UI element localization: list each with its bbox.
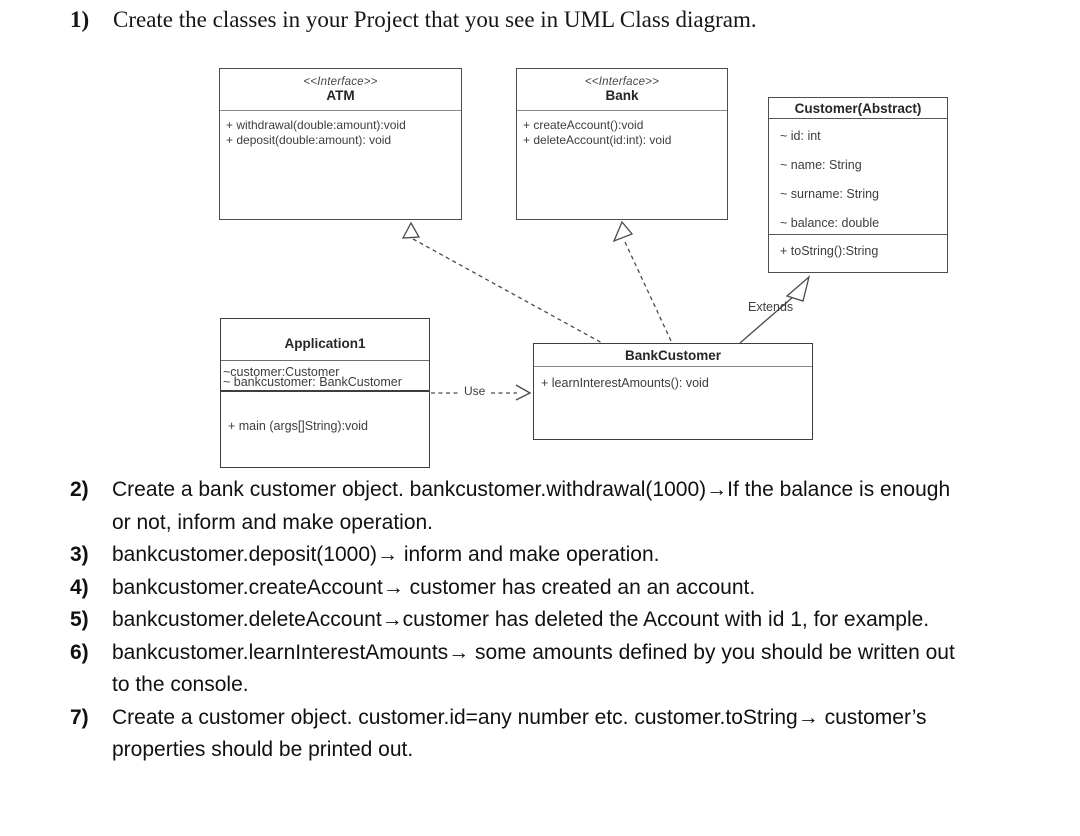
use-edge-label: Use [461,384,489,398]
list-item-number: 5) [70,608,89,631]
uml-class-application1: Application1 ~customer:Customer ~ bankcu… [220,318,430,468]
list-item-number: 4) [70,575,89,599]
list-item-number: 7) [70,705,89,729]
realization-line-bank-bankcustomer [624,241,673,344]
method-line: + deleteAccount(id:int): void [523,133,672,147]
heading: 1) Create the classes in your Project th… [70,6,757,34]
list-item-text: bankcustomer.createAccount→ customer has… [112,572,1050,605]
heading-text: Create the classes in your Project that … [113,7,757,32]
list-item-line: Create a customer object. customer.id=an… [112,705,927,729]
list-item-line: or not, inform and make operation. [112,510,434,534]
uml-class-bankcustomer-header: BankCustomer [534,344,812,367]
attribute-line: ~ balance: double [780,216,880,230]
list-item-line: bankcustomer.deleteAccount→customer has … [112,608,930,631]
method-line: + deposit(double:amount): void [226,133,392,147]
uml-class-bank-methods: + createAccount():void + deleteAccount(i… [517,111,727,148]
list-item-text: Create a customer object. customer.id=an… [112,702,1050,767]
class-name: ATM [326,88,355,103]
list-item-text: Create a bank customer object. bankcusto… [112,474,1050,539]
uml-class-customer-header: Customer(Abstract) [769,98,947,119]
class-name: Customer(Abstract) [794,101,922,116]
list-item-line: Create a bank customer object. bankcusto… [112,478,951,501]
list-item-line: bankcustomer.learnInterestAmounts→ some … [112,640,955,664]
hollow-triangle-arrowhead-icon [401,221,421,239]
uml-class-bankcustomer-methods: + learnInterestAmounts(): void [534,367,812,390]
list-item-text: bankcustomer.deposit(1000)→ inform and m… [112,539,1050,572]
stereotype-label: <<Interface>> [303,76,378,88]
uml-class-bank: <<Interface>> Bank + createAccount():voi… [516,68,728,220]
list-item-number: 3) [70,543,89,566]
list-item: 3) bankcustomer.deposit(1000)→ inform an… [70,539,1050,572]
realization-line-atm-bankcustomer [412,238,603,344]
uml-class-atm: <<Interface>> ATM + withdrawal(double:am… [219,68,462,220]
list-item-number: 2) [70,478,89,501]
list-item-line: bankcustomer.deposit(1000)→ inform and m… [112,543,660,566]
method-line: + main (args[]String):void [228,419,368,433]
class-name: BankCustomer [624,348,722,363]
list-item: 4) bankcustomer.createAccount→ customer … [70,572,1050,605]
uml-class-atm-methods: + withdrawal(double:amount):void + depos… [220,111,461,148]
list-item: 7) Create a customer object. customer.id… [70,702,1050,767]
method-line: + createAccount():void [523,118,644,132]
attribute-line: ~ id: int [780,129,821,143]
class-name: Bank [605,88,639,103]
uml-class-bank-header: <<Interface>> Bank [517,69,727,111]
instruction-list: 2) Create a bank customer object. bankcu… [70,474,1050,767]
method-line: + toString():String [780,244,879,258]
hollow-triangle-arrowhead-icon [785,275,811,302]
list-item: 6) bankcustomer.learnInterestAmounts→ so… [70,637,1050,702]
list-item-line: properties should be printed out. [112,738,414,761]
extends-edge-label: Extends [748,300,794,314]
list-item: 5) bankcustomer.deleteAccount→customer h… [70,604,1050,637]
list-item-number: 6) [70,640,89,664]
list-item: 2) Create a bank customer object. bankcu… [70,474,1050,539]
heading-number: 1) [70,7,90,32]
uml-class-application1-header: Application1 [221,319,429,361]
list-item-line: bankcustomer.createAccount→ customer has… [112,575,756,599]
attribute-line: ~ name: String [780,158,862,172]
uml-class-customer: Customer(Abstract) ~ id: int ~ name: Str… [768,97,948,273]
attribute-line: ~ bankcustomer: BankCustomer [223,375,402,389]
uml-class-application1-methods: + main (args[]String):void [221,392,429,433]
stereotype-label: <<Interface>> [584,76,660,88]
list-item-text: bankcustomer.learnInterestAmounts→ some … [112,637,1050,702]
uml-class-customer-attributes: ~ id: int ~ name: String ~ surname: Stri… [769,119,947,235]
uml-class-bankcustomer: BankCustomer + learnInterestAmounts(): v… [533,343,813,440]
class-name: Application1 [284,336,366,351]
method-line: + learnInterestAmounts(): void [541,376,709,390]
hollow-triangle-arrowhead-icon [612,220,634,243]
uml-class-customer-methods: + toString():String [769,235,947,258]
attribute-line: ~customer:Customer [223,365,340,379]
open-arrowhead-icon [515,384,532,401]
uml-class-atm-header: <<Interface>> ATM [220,69,461,111]
list-item-text: bankcustomer.deleteAccount→customer has … [112,604,1050,637]
method-line: + withdrawal(double:amount):void [226,118,406,132]
uml-class-application1-attributes: ~customer:Customer ~ bankcustomer: BankC… [221,361,429,392]
attribute-line: ~ surname: String [780,187,880,201]
list-item-line: to the console. [112,673,249,696]
